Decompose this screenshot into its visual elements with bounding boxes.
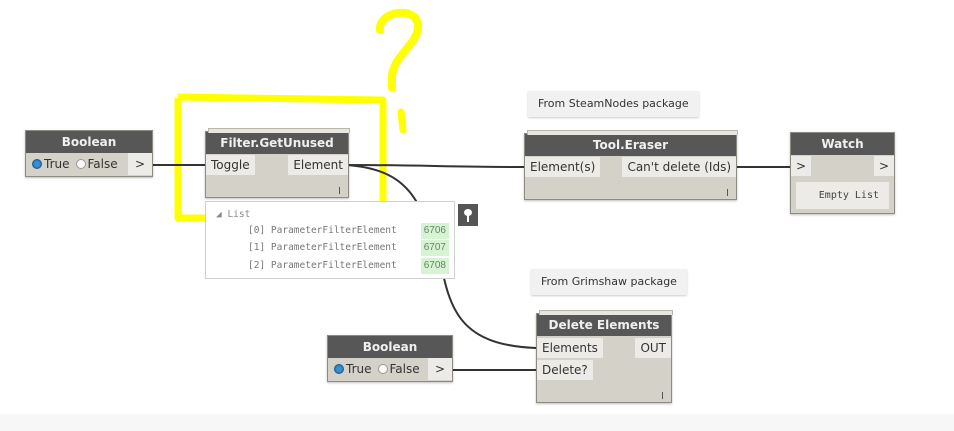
node-title: Tool.Eraser [525, 134, 736, 156]
pin-icon[interactable] [458, 204, 478, 226]
true-radio[interactable]: True [334, 362, 372, 376]
boolean-node[interactable]: Boolean True False > [25, 130, 153, 177]
output-port[interactable]: > [873, 156, 894, 176]
node-title: Boolean [26, 131, 152, 153]
list-label: ◢ List [216, 209, 251, 220]
note-steamnodes[interactable]: From SteamNodes package [528, 91, 699, 117]
false-radio[interactable]: False [377, 362, 420, 376]
resize-grip[interactable] [339, 187, 340, 194]
true-radio[interactable]: True [32, 157, 70, 171]
output-port-element[interactable]: Element [288, 155, 348, 175]
watch-node[interactable]: Watch > > Empty List [790, 132, 895, 214]
radio-unselected-icon [377, 364, 388, 374]
node-title: Filter.GetUnused [206, 132, 348, 154]
input-port-toggle[interactable]: Toggle [206, 155, 255, 175]
radio-selected-icon [334, 364, 344, 374]
status-bar [0, 414, 954, 431]
radio-unselected-icon [75, 159, 86, 169]
node-title: Boolean [328, 336, 452, 358]
false-radio[interactable]: False [75, 157, 118, 171]
node-title: Watch [791, 133, 894, 155]
input-port[interactable]: > [791, 156, 812, 176]
input-port-delete[interactable]: Delete? [537, 360, 593, 380]
note-grimshaw[interactable]: From Grimshaw package [531, 269, 687, 295]
output-port[interactable]: > [128, 153, 152, 175]
node-title: Delete Elements [537, 314, 671, 336]
output-port-cant-delete[interactable]: Can't delete (Ids) [622, 157, 736, 177]
filter-getunused-node[interactable]: Filter.GetUnused Toggle Element [205, 128, 350, 198]
resize-grip[interactable] [727, 189, 728, 196]
output-port[interactable]: > [428, 358, 452, 380]
output-port-out[interactable]: OUT [635, 338, 671, 358]
input-port-elements[interactable]: Element(s) [525, 157, 601, 177]
resize-grip[interactable] [662, 392, 663, 399]
watch-value: Empty List [796, 182, 889, 209]
tool-eraser-node[interactable]: Tool.Eraser Element(s) Can't delete (Ids… [524, 130, 738, 200]
delete-elements-node[interactable]: Delete Elements Elements Delete? OUT [536, 310, 673, 403]
radio-selected-icon [32, 159, 42, 169]
boolean-node-2[interactable]: Boolean True False > [327, 335, 453, 382]
input-port-elements[interactable]: Elements [537, 338, 603, 358]
